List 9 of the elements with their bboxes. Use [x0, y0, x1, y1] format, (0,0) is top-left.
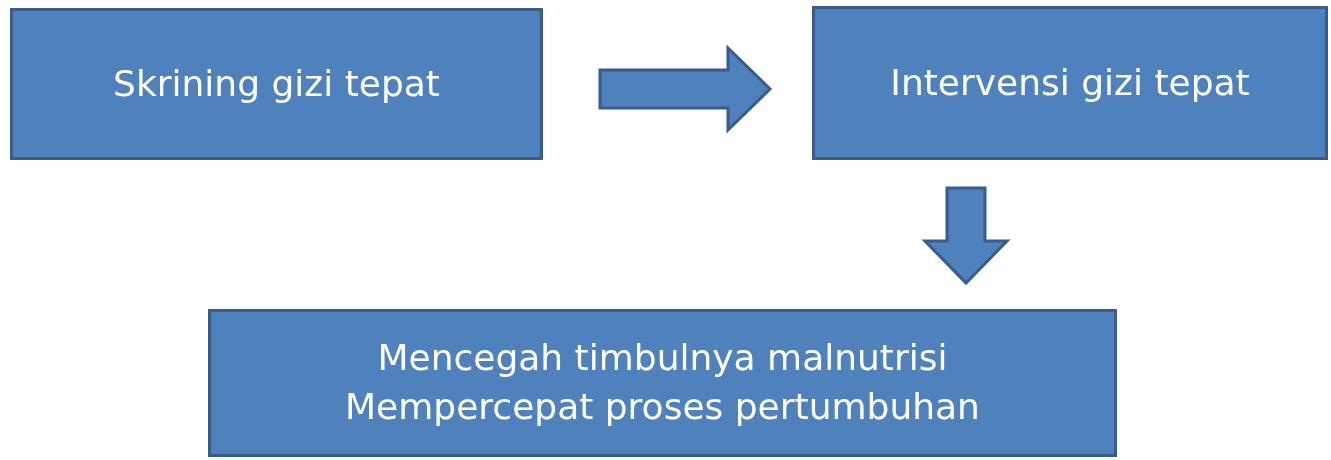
block-arrow — [921, 186, 1011, 286]
process-box — [812, 6, 1328, 160]
box-text: Skrining gizi tepat — [113, 61, 440, 106]
process-box — [208, 309, 1117, 457]
box-text: Mencegah timbulnya malnutrisi — [377, 336, 948, 381]
block-arrow — [598, 44, 773, 134]
process-box — [10, 8, 543, 160]
box-text: Mempercepat proses pertumbuhan — [345, 385, 980, 429]
box-text: Intervensi gizi tepat — [890, 60, 1250, 105]
